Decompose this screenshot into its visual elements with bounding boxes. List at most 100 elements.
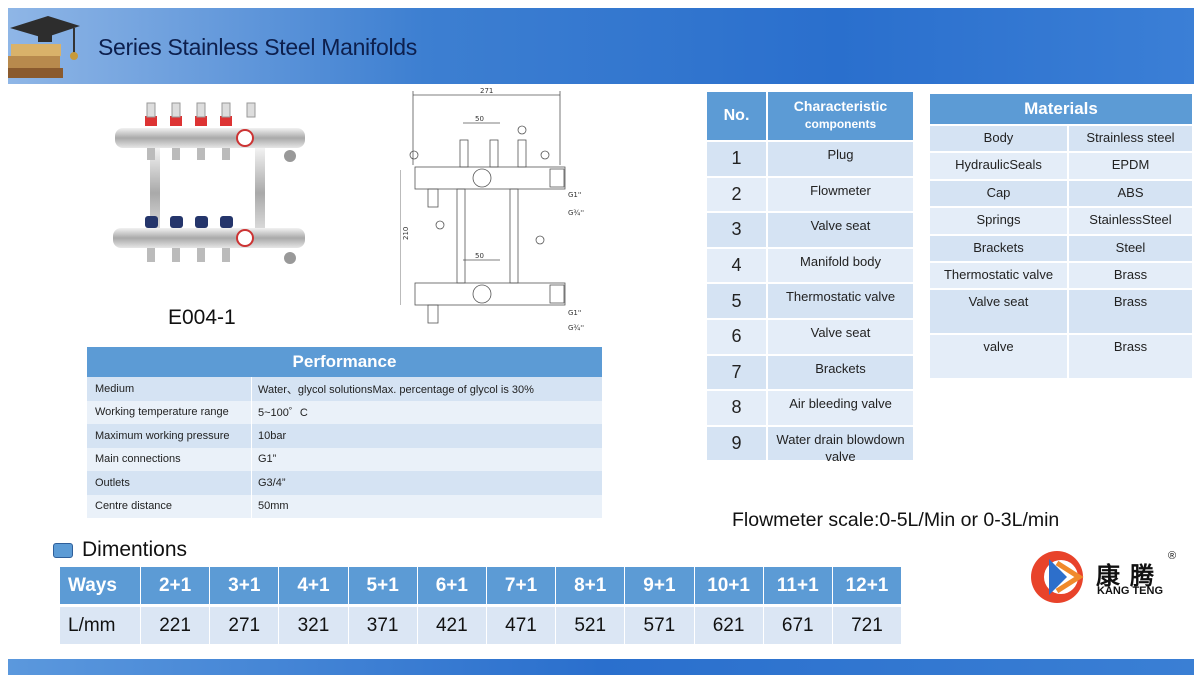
performance-title: Performance (87, 347, 602, 377)
col-no: No. (707, 92, 768, 140)
comp-name: Valve seat (810, 218, 871, 234)
perf-value: G3/4” (258, 476, 286, 489)
length-cell: 421 (418, 607, 487, 644)
model-number: E004-1 (168, 306, 236, 329)
materials-title: Materials (930, 94, 1192, 124)
ways-cell: 3+1 (210, 567, 280, 604)
length-cell: 321 (279, 607, 349, 644)
length-cell: 621 (695, 607, 764, 644)
table-row: 1 Plug (707, 140, 913, 176)
registered-mark: ® (1168, 550, 1177, 562)
comp-no: 7 (707, 355, 768, 390)
dim-pitch-label: 50 (475, 115, 484, 123)
dimensions-title: Dimentions (82, 538, 188, 561)
ways-cell: 5+1 (349, 567, 418, 604)
perf-label: Maximum working pressure (87, 424, 252, 448)
perf-value: Water、glycol solutionsMax. percentage of… (258, 383, 534, 396)
comp-no: 2 (707, 177, 768, 212)
books-graduation-cap-icon (8, 16, 80, 78)
manifold-photo (113, 102, 305, 264)
perf-label: Working temperature range (87, 400, 252, 424)
bullet-square-icon (53, 542, 73, 558)
mat-part: Body (930, 126, 1069, 152)
table-row: Ways 2+1 3+1 4+1 5+1 6+1 7+1 8+1 9+1 10+… (60, 567, 903, 604)
table-row: 2 Flowmeter (707, 175, 913, 212)
length-cell: 721 (833, 607, 903, 644)
length-label: L/mm (60, 607, 141, 644)
dim-top-label: 271 (480, 87, 493, 95)
length-cell: 471 (487, 607, 557, 644)
page-title: Series Stainless Steel Manifolds (98, 34, 417, 60)
length-cell: 571 (625, 607, 695, 644)
perf-value: 50mm (258, 500, 289, 513)
perf-label: Outlets (87, 471, 252, 495)
performance-table: Performance Medium Water、glycol solutions… (87, 347, 602, 518)
ways-label: Ways (60, 567, 141, 604)
table-row: Medium Water、glycol solutionsMax. percent… (87, 377, 602, 401)
length-cell: 521 (556, 607, 626, 644)
components-table: No. Characteristic components 1 Plug 2 Flo… (707, 92, 913, 464)
comp-no: 6 (707, 319, 768, 354)
perf-value: G1” (258, 453, 277, 466)
mat-part: Valve seat (930, 290, 1069, 334)
mat-part: HydraulicSeals (930, 153, 1069, 179)
mat-part: Thermostatic valve (930, 262, 1069, 289)
dim-pitch-label-lower: 50 (475, 252, 484, 260)
comp-name: Manifold body (800, 253, 881, 269)
mat-material: EPDM (1111, 157, 1150, 173)
comp-no: 5 (707, 284, 768, 318)
components-header: No. Characteristic components (707, 92, 913, 140)
conn-out-label-lower: G¾'' (568, 324, 584, 332)
conn-main-label: G1'' (568, 191, 582, 199)
comp-name: Flowmeter (810, 182, 871, 198)
ways-cell: 6+1 (418, 567, 487, 604)
perf-value: 10bar (258, 429, 287, 442)
table-row: Maximum working pressure 10bar (87, 424, 602, 448)
table-row: Valve seat Brass (930, 288, 1192, 334)
comp-name: Brackets (815, 360, 866, 376)
ways-cell: 4+1 (279, 567, 349, 604)
comp-name: Plug (827, 147, 854, 162)
length-cell: 671 (764, 607, 833, 644)
logo-english-text: KANG TENG (1097, 585, 1163, 597)
mat-material: StainlessSteel (1089, 212, 1172, 228)
mat-part: Brackets (930, 235, 1069, 261)
table-row: 4 Manifold body (707, 246, 913, 283)
perf-value: 5~100゜C (258, 407, 308, 420)
comp-no: 4 (707, 248, 768, 283)
comp-name: Valve seat (810, 324, 871, 340)
ways-cell: 11+1 (764, 567, 833, 604)
table-row: Working temperature range 5~100゜C (87, 400, 602, 424)
mat-material: Brass (1113, 294, 1148, 310)
table-row: 6 Valve seat (707, 317, 913, 354)
comp-no: 1 (707, 142, 768, 176)
header-bar (8, 8, 1194, 84)
mat-material: Brass (1113, 266, 1148, 282)
mat-material: Steel (1115, 239, 1146, 255)
table-row: L/mm 221 271 321 371 421 471 521 571 621… (60, 607, 903, 644)
perf-label: Medium (87, 377, 252, 401)
comp-no: 9 (707, 426, 768, 461)
dimensions-table: Ways 2+1 3+1 4+1 5+1 6+1 7+1 8+1 9+1 10+… (60, 567, 903, 644)
col-characteristic: Characteristic components (768, 92, 913, 140)
ways-cell: 9+1 (625, 567, 695, 604)
dimensions-heading: Dimentions (53, 538, 187, 562)
comp-name: Thermostatic valve (785, 289, 896, 305)
table-row: Brackets Steel (930, 233, 1192, 261)
table-row: Outlets G3/4” (87, 471, 602, 495)
mat-material: Brass (1113, 339, 1148, 355)
col-char-line1: Characteristic (793, 98, 888, 114)
conn-out-label: G¾'' (568, 209, 584, 217)
dim-height-label: 210 (402, 227, 410, 240)
length-cell: 271 (210, 607, 280, 644)
kangteng-logo-icon (1031, 551, 1084, 603)
